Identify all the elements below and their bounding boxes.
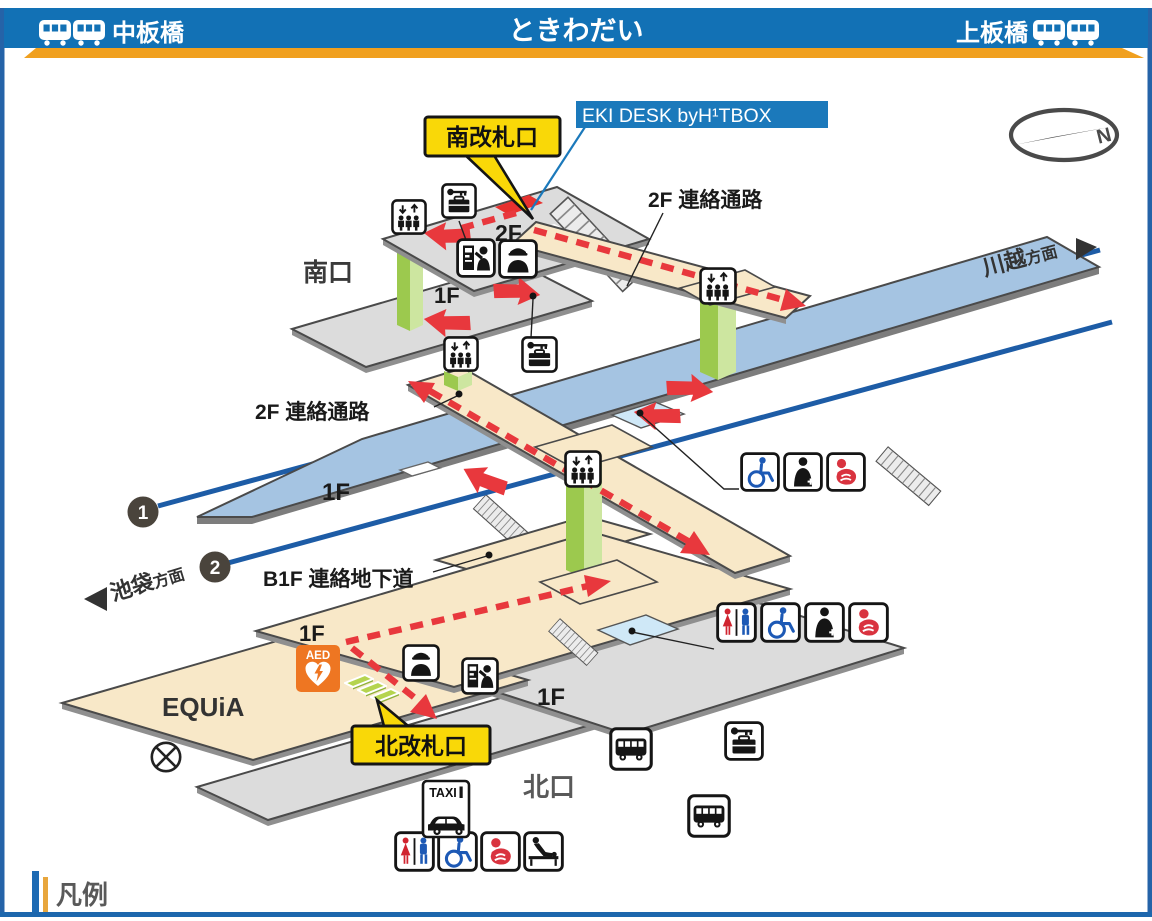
svg-text:1: 1 [138, 503, 149, 524]
floor-label-1f-platform: 1F [322, 479, 350, 506]
toilet-icon [716, 602, 757, 643]
south-gate-callout: 南改札口 [423, 115, 562, 220]
frame-left [0, 8, 5, 912]
passage-2f-upper-label: 2F 連絡通路 [648, 188, 763, 212]
south-gate-label: 南改札口 [446, 124, 538, 150]
north-concourse-floor [252, 530, 794, 689]
header-bar [4, 8, 1148, 48]
eki-desk-annotation: EKI DESK byH¹TBOX [530, 101, 828, 211]
toilet-icon-row-platform [740, 452, 866, 492]
svg-text:TAXI: TAXI [429, 786, 457, 800]
diaper-changing-icon [523, 831, 564, 872]
coin-locker-icon [441, 183, 477, 219]
passage-2f-lower-label: 2F 連絡通路 [255, 400, 370, 424]
north-gate-callout: 北改札口 [350, 696, 492, 766]
coin-locker-icon [521, 336, 558, 373]
left-station-label: 中板橋 [112, 20, 185, 47]
floor-label-1f-south: 1F [434, 283, 460, 308]
elevator-shaft [700, 295, 718, 380]
ikebukuro-arrow-icon [84, 587, 107, 611]
coin-locker-icon [724, 721, 764, 761]
baby-room-icon [480, 831, 521, 872]
platform-structure [398, 461, 442, 477]
no-exit-icon [150, 741, 182, 773]
underpass-b1f-label: B1F 連絡地下道 [263, 567, 414, 591]
north-exit-label: 北口 [523, 772, 575, 802]
b1f-toilet-area [596, 614, 680, 646]
multipurpose-icon [804, 602, 845, 643]
elevator-shaft [584, 462, 602, 578]
bus-stop-icon [609, 727, 653, 771]
wheelchair-icon [760, 602, 801, 643]
page-title: ときわだい [509, 16, 644, 46]
floor-label-1f-north: 1F [299, 621, 325, 646]
kawagoe-arrow-icon [1076, 238, 1097, 260]
elevator-icon [391, 199, 427, 235]
elevator-icon [699, 267, 737, 305]
platform-number-2: 2 [199, 551, 231, 583]
ticket-machine-icon [456, 238, 496, 278]
right-station-label: 上板橋 [956, 20, 1029, 47]
compass-n-label: N [1094, 124, 1113, 149]
elevator-shaft [718, 295, 736, 380]
legend-orange-tick [43, 877, 48, 912]
header: 中板橋 ときわだい 上板橋 [4, 8, 1148, 58]
station-staff-icon [402, 644, 440, 682]
south-exit-label: 南口 [303, 259, 353, 287]
elevator-shaft [444, 371, 458, 391]
platform-floor [196, 235, 1102, 518]
elevator-shaft [397, 238, 410, 331]
multipurpose-icon [783, 452, 823, 492]
frame-bottom [0, 912, 1152, 917]
bus-stop-icon [687, 794, 731, 838]
elevator-shaft [566, 467, 584, 578]
elevator-shaft [458, 371, 472, 391]
elevator-icon [564, 450, 602, 488]
aed-icon: AED [296, 645, 340, 692]
svg-text:AED: AED [306, 650, 330, 662]
compass-icon: N [1008, 107, 1120, 163]
eki-desk-label: EKI DESK byH¹TBOX [582, 105, 772, 127]
floor-label-1f-plaza: 1F [537, 684, 565, 711]
wheelchair-icon [740, 452, 780, 492]
north-gate-label: 北改札口 [375, 733, 467, 759]
elevator-icon [443, 336, 479, 372]
frame-right [1147, 8, 1152, 912]
legend-bar: 凡例 [32, 871, 108, 912]
track-line-2 [227, 319, 1113, 566]
legend-blue-tick [32, 871, 39, 912]
equia-label: EQUiA [162, 692, 245, 722]
station-staff-icon [498, 239, 538, 279]
baby-room-icon [826, 452, 866, 492]
svg-text:2: 2 [210, 558, 221, 579]
platform-number-1: 1 [127, 496, 159, 528]
baby-room-icon [848, 602, 889, 643]
header-orange-stripe [24, 48, 1144, 58]
ticket-machine-icon [461, 657, 499, 695]
taxi-stand-icon: TAXI [421, 779, 471, 839]
leader-lines [432, 212, 739, 650]
platform: 1F [196, 235, 1102, 548]
legend-title: 凡例 [56, 880, 108, 910]
